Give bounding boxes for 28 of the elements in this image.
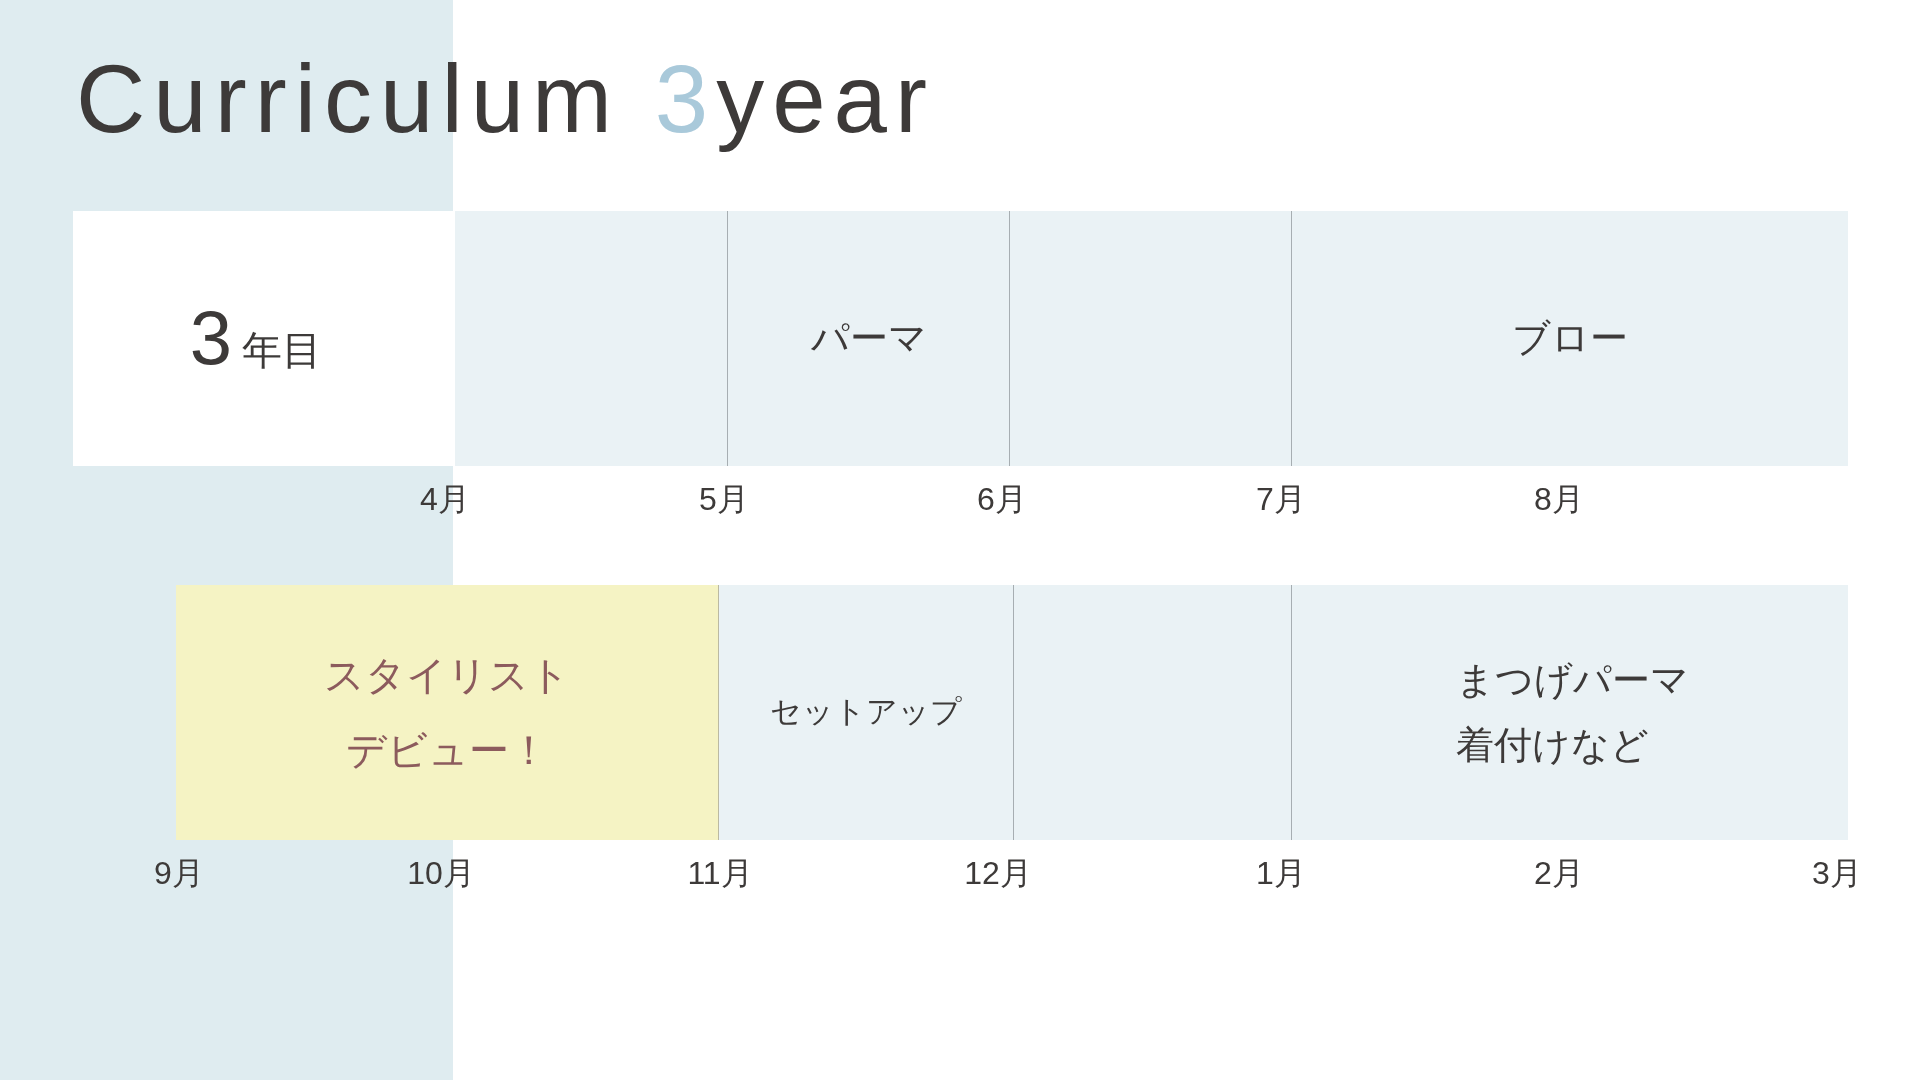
topic-label: セットアップ (770, 693, 962, 732)
year-box (73, 211, 455, 466)
month-label: 5月 (699, 479, 749, 519)
timeline-cell (455, 211, 727, 466)
month-label: 1月 (1256, 853, 1306, 893)
timeline-cell (1291, 585, 1848, 840)
month-label: 9月 (154, 853, 204, 893)
timeline-cell (1013, 585, 1291, 840)
topic-label: まつげパーマ着付けなど (1456, 657, 1690, 768)
year-label: 3年目 (189, 294, 323, 383)
month-label: 10月 (407, 853, 475, 893)
month-label: 8月 (1534, 479, 1584, 519)
title: Curriculum 3year (76, 44, 936, 154)
timeline-cell (1009, 211, 1291, 466)
month-label: 12月 (964, 853, 1032, 893)
month-label: 7月 (1256, 479, 1306, 519)
highlight-cell (176, 585, 718, 840)
month-label: 3月 (1812, 853, 1862, 893)
month-label: 11月 (687, 853, 753, 893)
month-label: 6月 (977, 479, 1027, 519)
timeline-cell (718, 585, 1013, 840)
month-label: 2月 (1534, 853, 1584, 893)
milestone-label: スタイリストデビュー！ (323, 651, 571, 774)
topic-label: パーマ (810, 315, 927, 361)
topic-label: ブロー (1512, 315, 1628, 361)
month-label: 4月 (420, 479, 470, 519)
timeline-cell (727, 211, 1009, 466)
timeline-cell (1291, 211, 1848, 466)
